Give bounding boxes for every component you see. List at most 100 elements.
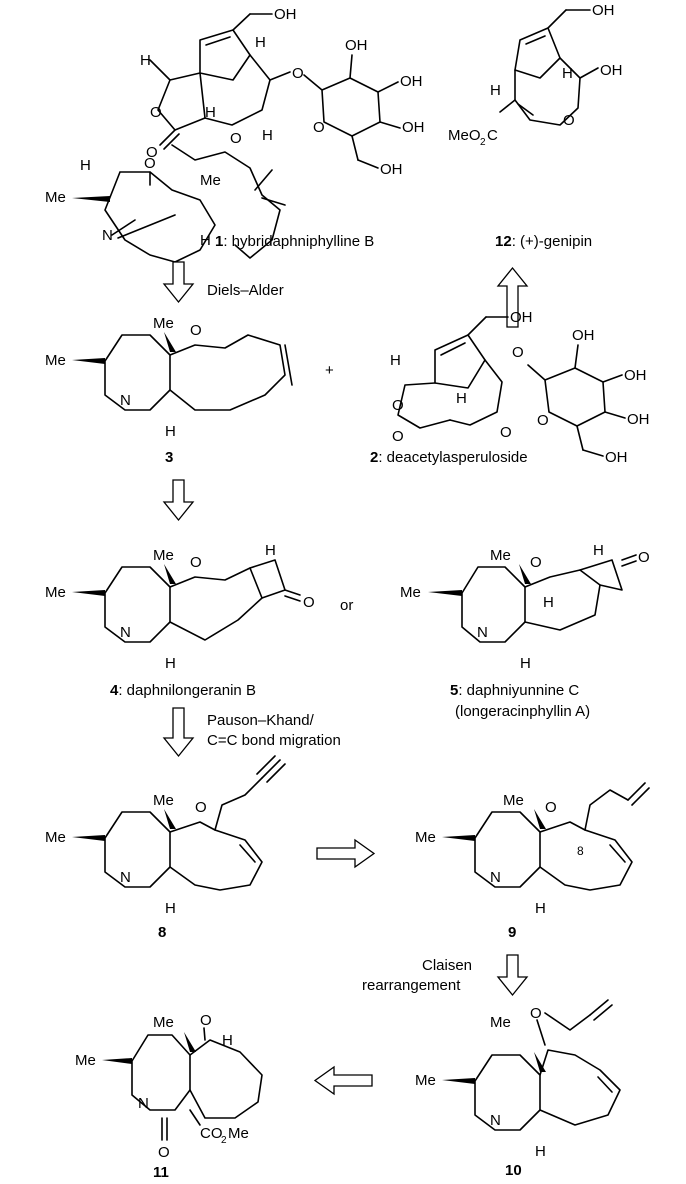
condition-claisen: Claisen (422, 957, 472, 974)
atom-label: O (146, 144, 158, 161)
atom-label: O (200, 1012, 212, 1029)
atom-label: OH (572, 327, 595, 344)
atom-label: Me (153, 1014, 174, 1031)
atom-label: H (562, 65, 573, 82)
retro-arrow-1-to-3 (162, 261, 195, 304)
atom-label: OH (624, 367, 647, 384)
atom-label: Me (45, 829, 66, 846)
structure-compound-5: Me O Me O H H N H (400, 542, 650, 672)
structure-compound-1: OH H O O H H O O H OH OH OH O OH O (45, 6, 425, 263)
atom-label: H (165, 900, 176, 917)
label-compound-5-alt-name: (longeracinphyllin A) (455, 703, 590, 720)
atom-label: H (262, 127, 273, 144)
atom-label: N (138, 1095, 149, 1112)
atom-label: 2 (480, 137, 486, 148)
atom-label: Me (490, 1014, 511, 1031)
atom-label: H (543, 594, 554, 611)
atom-label: H (490, 82, 501, 99)
label-compound-11: 11 (153, 1164, 169, 1181)
atom-label: H (205, 104, 216, 121)
atom-label: Me (490, 547, 511, 564)
atom-label: O (537, 412, 549, 429)
atom-label: O (563, 112, 575, 129)
atom-label: H (222, 1032, 233, 1049)
atom-label: OH (605, 449, 628, 466)
condition-bond-migration: C=C bond migration (207, 732, 341, 749)
atom-label: O (392, 397, 404, 414)
atom-label: O (230, 130, 242, 147)
atom-label: H (165, 423, 176, 440)
atom-label: O (512, 344, 524, 361)
atom-label: Me (415, 829, 436, 846)
or-connector: or (340, 597, 353, 614)
structure-compound-4: Me O Me O H N H (45, 542, 315, 672)
atom-label: N (490, 1112, 501, 1129)
atom-label: Me (153, 547, 174, 564)
atom-label: 2 (221, 1135, 227, 1146)
atom-label: O (158, 1144, 170, 1161)
retro-arrow-3-to-4 (162, 479, 195, 522)
atom-label: H (80, 157, 91, 174)
condition-rearrangement: rearrangement (362, 977, 461, 994)
atom-label: Me (415, 1072, 436, 1089)
atom-label: OH (274, 6, 297, 23)
atom-label: MeO (448, 127, 481, 144)
atom-label: N (120, 624, 131, 641)
atom-label: Me (200, 172, 221, 189)
atom-label: OH (600, 62, 623, 79)
atom-label: O (144, 155, 156, 172)
label-compound-2: 2: deacetylasperuloside (370, 449, 528, 466)
atom-label: N (477, 624, 488, 641)
atom-label: H (535, 900, 546, 917)
atom-label: O (530, 554, 542, 571)
structure-compound-12: OH H OH O H MeO 2 C (448, 2, 623, 148)
retro-arrow-9-to-10 (496, 954, 529, 997)
atom-label: O (150, 104, 162, 121)
atom-label: O (303, 594, 315, 611)
structure-compound-3: Me O Me N H (45, 315, 293, 440)
label-compound-9: 9 (508, 924, 516, 941)
atom-label: OH (380, 161, 403, 178)
atom-label: O (392, 428, 404, 445)
atom-label: O (530, 1005, 542, 1022)
atom-label: O (638, 549, 650, 566)
atom-label: H (255, 34, 266, 51)
label-compound-8: 8 (158, 924, 166, 941)
atom-label: 8 (577, 844, 584, 858)
atom-label: O (195, 799, 207, 816)
atom-label: H (535, 1143, 546, 1160)
atom-label: H (140, 52, 151, 69)
atom-label: C (487, 127, 498, 144)
retro-arrow-4-to-8 (162, 707, 195, 758)
atom-label: H (520, 655, 531, 672)
atom-label: N (120, 392, 131, 409)
label-compound-10: 10 (505, 1162, 522, 1179)
atom-label: H (390, 352, 401, 369)
atom-label: H (456, 390, 467, 407)
label-compound-3: 3 (165, 449, 173, 466)
condition-diels-alder: Diels–Alder (207, 282, 284, 299)
atom-label: OH (627, 411, 650, 428)
label-compound-12: 12: (+)-genipin (495, 233, 592, 250)
structure-compound-11: Me O H Me N O CO 2 Me (75, 1012, 263, 1161)
atom-label: N (490, 869, 501, 886)
atom-label: Me (503, 792, 524, 809)
atom-label: N (120, 869, 131, 886)
atom-label: OH (400, 73, 423, 90)
atom-label: OH (402, 119, 425, 136)
retro-arrow-2-to-12 (496, 266, 529, 328)
atom-label: Me (153, 792, 174, 809)
atom-label: O (500, 424, 512, 441)
structure-compound-10: Me O Me N H (415, 999, 621, 1160)
label-compound-5: 5: daphniyunnine C (450, 682, 579, 699)
atom-label: O (313, 119, 325, 136)
atom-label: OH (592, 2, 615, 19)
atom-label: OH (345, 37, 368, 54)
atom-label: Me (45, 189, 66, 206)
plus-sign: + (325, 362, 334, 379)
atom-label: Me (228, 1125, 249, 1142)
retro-arrow-8-to-9 (316, 838, 376, 869)
atom-label: CO (200, 1125, 223, 1142)
label-compound-1: 1: hybridaphniphylline B (215, 233, 374, 250)
